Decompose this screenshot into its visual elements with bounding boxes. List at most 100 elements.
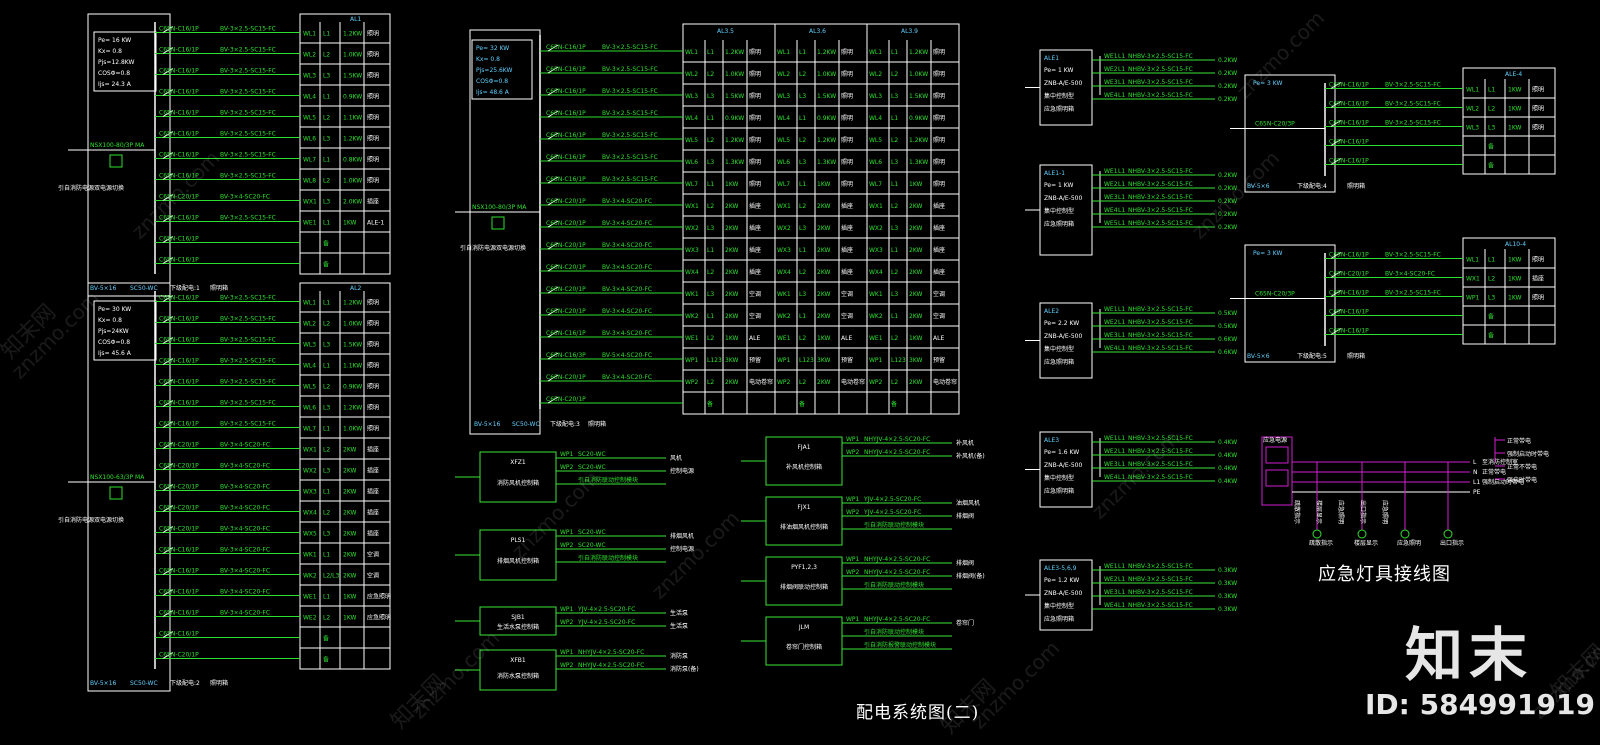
table-cell: WL3 <box>303 342 316 349</box>
cable-label: 引自消防报警联动控制模块 <box>864 641 936 649</box>
breaker-symbol <box>162 421 174 428</box>
table-cell: 照明 <box>367 178 379 185</box>
emergency-box-line: ZNB-A/E-500 <box>1044 195 1082 202</box>
table-cell: 照明 <box>841 137 853 144</box>
table-cell: L3 <box>891 159 898 166</box>
table-cell: WL1 <box>303 300 316 307</box>
breaker-label: C65N-C16/1P <box>159 358 199 365</box>
breaker-label: C65N-C20/1P <box>546 308 586 315</box>
table-cell: 空调 <box>841 290 853 298</box>
table-cell: 1.5KW <box>725 93 744 100</box>
breaker-label: C65N-C16/1P <box>1329 158 1369 165</box>
breaker-symbol <box>1330 139 1342 146</box>
table-cell: 备 <box>1488 332 1494 340</box>
table-cell: L2 <box>707 379 714 386</box>
table-cell: 备 <box>323 261 329 269</box>
panel-footer-label: BV-5×6 <box>1247 183 1270 190</box>
circuit-number: WP2 <box>560 464 574 471</box>
breaker-symbol <box>162 337 174 344</box>
table-cell: WL7 <box>303 157 316 164</box>
circuit-table <box>682 23 960 415</box>
cable-label: SC20-WC <box>578 451 606 458</box>
phase-label: L1 <box>1118 181 1125 188</box>
control-box-title: XFB1 <box>510 657 526 664</box>
table-cell: L1 <box>891 181 898 188</box>
table-cell: 1.2KW <box>725 137 744 144</box>
table-cell: WX4 <box>685 269 699 276</box>
emergency-diagram-title: 应急灯具接线图 <box>1318 564 1451 585</box>
table-cell: WL2 <box>303 321 316 328</box>
breaker-label: C65N-C16/1P <box>546 44 586 51</box>
table-cell: 照明 <box>367 157 379 164</box>
table-cell: WE1 <box>303 594 317 601</box>
emergency-box-line: ZNB-A/E-500 <box>1044 80 1082 87</box>
emergency-box-title: ALE1-1 <box>1044 170 1065 177</box>
load-label: 油烟风机 <box>956 499 980 507</box>
ats-symbol <box>109 154 123 168</box>
table-cell: WE1 <box>303 220 317 227</box>
breaker-label: C65N-C16/1P <box>159 379 199 386</box>
lamp-symbol <box>1400 529 1410 539</box>
breaker-symbol <box>162 631 174 638</box>
table-cell: 应急照明 <box>367 593 391 601</box>
cable-label: NHYJV-4×2.5-SC20-FC <box>864 556 930 563</box>
table-cell: 插座 <box>367 198 379 206</box>
panel-footer-label: SC50-WC <box>130 285 158 292</box>
load-label: 排烟阀 <box>956 512 974 520</box>
breaker-label: C65N-C20/1P <box>546 286 586 293</box>
table-cell: 1KW <box>909 181 923 188</box>
panel-footer-label: BV-5×16 <box>474 421 501 428</box>
cable-label: BV-3×4-SC20-FC <box>602 242 652 249</box>
control-box-title: JLM <box>798 624 809 631</box>
table-cell: WL1 <box>1466 257 1479 264</box>
circuit-number: WE4 <box>1104 345 1118 352</box>
table-cell: 1.5KW <box>343 73 362 80</box>
cable-label: BV-3×4-SC20-FC <box>220 568 270 575</box>
table-cell: L2 <box>323 447 330 454</box>
power-label: 0.2KW <box>1218 70 1237 77</box>
emergency-box-line: 集中控制型 <box>1044 602 1074 610</box>
table-cell: L2 <box>1488 276 1495 283</box>
panel-param: Kx= 0.8 <box>98 48 122 55</box>
panel-footer-label: 照明箱 <box>1347 182 1365 190</box>
breaker-symbol <box>162 131 174 138</box>
table-cell: 插座 <box>749 268 761 276</box>
table-cell: WL5 <box>303 384 316 391</box>
load-label: 排烟风机 <box>670 532 694 540</box>
table-cell: WL3 <box>685 93 698 100</box>
emergency-box-line: 集中控制型 <box>1044 474 1074 482</box>
param-box <box>471 39 533 100</box>
table-cell: 照明 <box>367 73 379 80</box>
panel-footer-label: 照明箱 <box>588 420 606 428</box>
table-cell: 照明 <box>367 405 379 412</box>
table-header: AL3.5 <box>717 28 734 35</box>
cable-label: NHBV-3×2.5-SC15-FC <box>1128 332 1193 339</box>
table-cell: 2KW <box>725 203 739 210</box>
table-cell: L3 <box>891 225 898 232</box>
circuit-number: WE1 <box>1104 53 1118 60</box>
panel-footer-label: BV-5×16 <box>90 680 117 687</box>
table-cell: L2 <box>891 379 898 386</box>
power-label: 0.4KW <box>1218 452 1237 459</box>
table-cell: WL5 <box>685 137 698 144</box>
emergency-wiring-diagram: 应急电源LNL1PE至消防控制室正常带电强制启动时带电正常带电强制启动时带电正常… <box>1261 436 1549 547</box>
emergency-box-line: 应急照明箱 <box>1044 220 1074 228</box>
cable-label: NHBV-3×2.5-SC15-FC <box>1128 319 1193 326</box>
table-cell: WX1 <box>685 203 699 210</box>
phase-label: L1 <box>1118 332 1125 339</box>
table-cell: 1.0KW <box>817 71 836 78</box>
cable-label: BV-3×4-SC20-FC <box>220 194 270 201</box>
breaker-symbol <box>162 589 174 596</box>
circuit-number: WE4 <box>1104 92 1118 99</box>
control-box-name: 消防风机控制箱 <box>497 479 539 487</box>
table-cell: L1 <box>799 247 806 254</box>
cable-label: NHBV-3×2.5-SC15-FC <box>1128 207 1193 214</box>
panel-param: Pe= 3 KW <box>1253 250 1282 257</box>
watermark-text: znzmo.com <box>1232 6 1330 104</box>
emergency-box-line: 集中控制型 <box>1044 92 1074 100</box>
table-cell: 1.1KW <box>343 115 362 122</box>
cable-label: BV-3×2.5-SC15-FC <box>220 295 276 302</box>
cable-label: NHBV-3×2.5-SC15-FC <box>1128 79 1193 86</box>
breaker-label: C65N-C16/3P <box>546 352 586 359</box>
table-cell: WL7 <box>303 426 316 433</box>
